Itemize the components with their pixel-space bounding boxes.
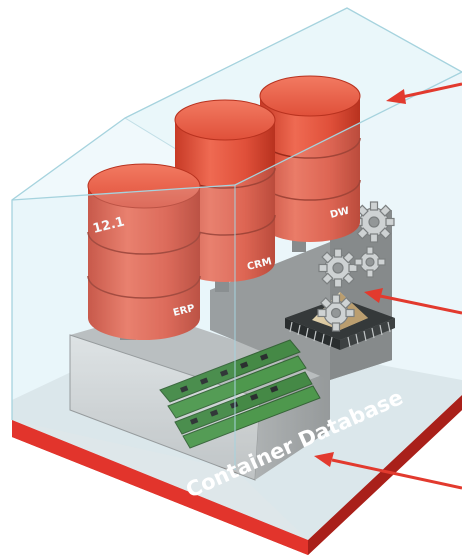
database-label-dw: DW [329, 206, 350, 221]
database-cylinder-dw [259, 75, 361, 252]
database-cylinder-erp [87, 163, 201, 340]
glass-front [11, 7, 462, 540]
memory-module-icon [159, 339, 321, 449]
arrow-icon [314, 82, 462, 490]
database-label-erp: ERP [172, 303, 196, 319]
gear-icon [317, 201, 395, 332]
